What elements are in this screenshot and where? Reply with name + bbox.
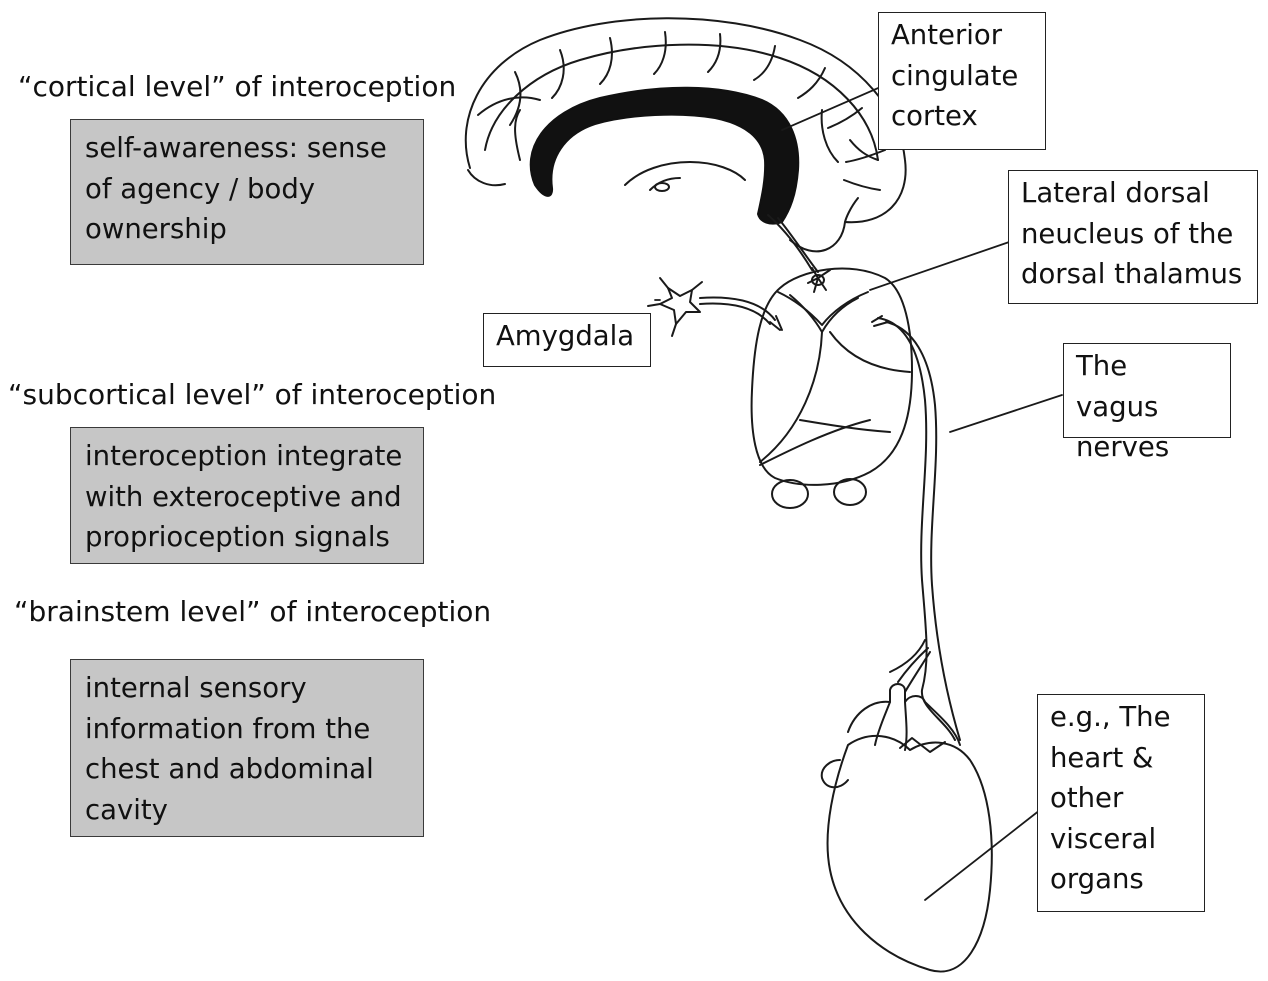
- cortical-level-description: self-awareness: sense of agency / body o…: [70, 119, 424, 265]
- vagus-nerve-icon: [878, 318, 960, 740]
- subcortical-level-heading: “subcortical level” of interoception: [8, 378, 496, 411]
- amygdala-label: Amygdala: [483, 313, 651, 367]
- subcortical-level-description: interoception integrate with exterocepti…: [70, 427, 424, 564]
- brain-icon: [466, 18, 906, 272]
- cortical-level-heading: “cortical level” of interoception: [18, 70, 456, 103]
- heart-icon: [822, 684, 992, 972]
- leader-lines: [655, 82, 1062, 900]
- anterior-cingulate-cortex-label: Anterior cingulate cortex: [878, 12, 1046, 150]
- vagus-nerves-label: The vagus nerves: [1063, 343, 1231, 438]
- amygdala-neuron-icon: [648, 278, 775, 336]
- heart-visceral-organs-label: e.g., The heart & other visceral organs: [1037, 694, 1205, 912]
- lateral-dorsal-nucleus-label: Lateral dorsal neucleus of the dorsal th…: [1008, 170, 1258, 304]
- brainstem-level-description: internal sensory information from the ch…: [70, 659, 424, 837]
- brainstem-level-heading: “brainstem level” of interoception: [14, 595, 491, 628]
- thalamus-icon: [752, 268, 912, 508]
